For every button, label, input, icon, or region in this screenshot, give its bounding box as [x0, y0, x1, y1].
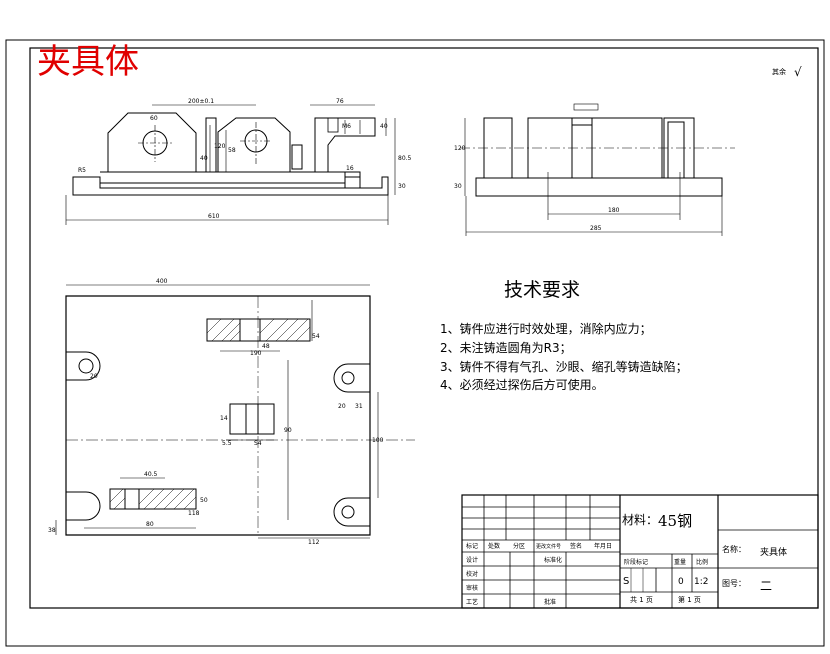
material-label: 材料： — [622, 513, 658, 527]
role-label: 校对 — [466, 570, 478, 578]
title-block-text: 材料： 45钢 名称： 夹具体 图号： 二 标记 处数 分区 更改文件号 签名 … — [466, 512, 787, 606]
scale-value: 1:2 — [694, 577, 708, 587]
front-view-dimensions: 200±0.1 76 610 40 40 120 58 60 M6 80.5 3… — [78, 98, 412, 220]
top-view-dimensions: 400 100 54 48 20 31 20 190 S4 14 5.5 90 … — [48, 278, 384, 546]
dim-label: 76 — [336, 98, 344, 105]
stage-mark: S — [623, 576, 629, 587]
dim-label: 20 — [338, 403, 346, 410]
rev-header: 处数 — [488, 542, 500, 550]
drawing-title: 夹具体 — [37, 42, 139, 82]
dim-label: 54 — [312, 333, 320, 340]
dim-label: 190 — [250, 350, 262, 357]
dim-label: 48 — [262, 343, 270, 350]
drawing-no-label: 图号： — [722, 579, 746, 588]
dim-label: 14 — [220, 415, 228, 422]
rev-header: 分区 — [513, 542, 525, 550]
dim-label: 285 — [590, 225, 602, 232]
rev-header: 标记 — [466, 542, 478, 550]
front-view — [65, 104, 396, 225]
dim-label: 50 — [200, 497, 208, 504]
dim-label: M6 — [342, 123, 351, 130]
dim-label: 180 — [608, 207, 620, 214]
dim-label: 610 — [208, 213, 220, 220]
dim-label: 30 — [398, 183, 406, 190]
sheets-total: 共 1 页 — [630, 595, 653, 604]
drawing-no-value: 二 — [760, 579, 772, 593]
requirement-item: 1、铸件应进行时效处理，消除内应力； — [440, 321, 652, 336]
role-label: 审核 — [466, 584, 478, 592]
dim-label: 60 — [150, 115, 158, 122]
requirement-item: 3、铸件不得有气孔、沙眼、缩孔等铸造缺陷； — [440, 359, 688, 374]
dim-label: 16 — [346, 165, 354, 172]
technical-requirements: 技术要求 1、铸件应进行时效处理，消除内应力； 2、未注铸造圆角为R3； 3、铸… — [440, 279, 688, 392]
dim-label: 20 — [90, 373, 98, 380]
dim-label: 400 — [156, 278, 168, 285]
dim-label: 38 — [48, 527, 56, 534]
dim-label: 120 — [454, 145, 466, 152]
stage-header: 阶段标记 — [624, 558, 648, 566]
top-view-hatching — [109, 318, 311, 510]
stage-header: 重量 — [674, 558, 686, 566]
role-label: 工艺 — [466, 598, 478, 606]
dim-label: 80 — [146, 521, 154, 528]
standardize-label: 标准化 — [544, 556, 562, 564]
role-label: 设计 — [466, 556, 478, 564]
rev-header: 年月日 — [594, 542, 612, 550]
dim-label: 40 — [380, 123, 388, 130]
side-view-dimensions: 120 30 180 285 — [454, 145, 620, 232]
dim-label: S4 — [254, 440, 262, 447]
dim-label: 100 — [372, 437, 384, 444]
dim-label: 118 — [188, 510, 200, 517]
part-name-label: 名称： — [722, 544, 746, 554]
dim-label: 80.5 — [398, 155, 412, 162]
top-view — [55, 284, 415, 539]
rev-header: 签名 — [570, 542, 582, 550]
dim-label: 30 — [454, 183, 462, 190]
dim-label: 200±0.1 — [188, 98, 214, 105]
dim-label: 31 — [355, 403, 363, 410]
dim-label: 90 — [284, 427, 292, 434]
dim-label: 40.5 — [144, 471, 158, 478]
inner-frame — [29, 47, 819, 609]
roughness-note: 其余 — [772, 67, 786, 76]
dim-label: 40 — [200, 155, 208, 162]
requirements-heading: 技术要求 — [504, 279, 580, 301]
dim-label: 112 — [308, 539, 320, 546]
roughness-symbol-icon: √ — [794, 65, 802, 79]
dim-label: R5 — [78, 167, 86, 174]
dim-label: 58 — [228, 147, 236, 154]
approve-label: 批准 — [544, 598, 556, 606]
rev-header: 更改文件号 — [536, 543, 561, 550]
outer-frame — [5, 39, 825, 647]
dim-label: 120 — [214, 143, 226, 150]
dim-label: 5.5 — [222, 440, 232, 447]
requirement-item: 2、未注铸造圆角为R3； — [440, 340, 572, 355]
stage-header: 比例 — [696, 558, 708, 566]
part-name-value: 夹具体 — [760, 546, 787, 558]
title-block — [461, 494, 819, 609]
weight-value: 0 — [678, 577, 684, 587]
sheet-number: 第 1 页 — [678, 595, 701, 604]
side-view — [460, 103, 735, 236]
requirement-item: 4、必须经过探伤后方可使用。 — [440, 377, 604, 392]
material-value: 45钢 — [658, 512, 692, 530]
